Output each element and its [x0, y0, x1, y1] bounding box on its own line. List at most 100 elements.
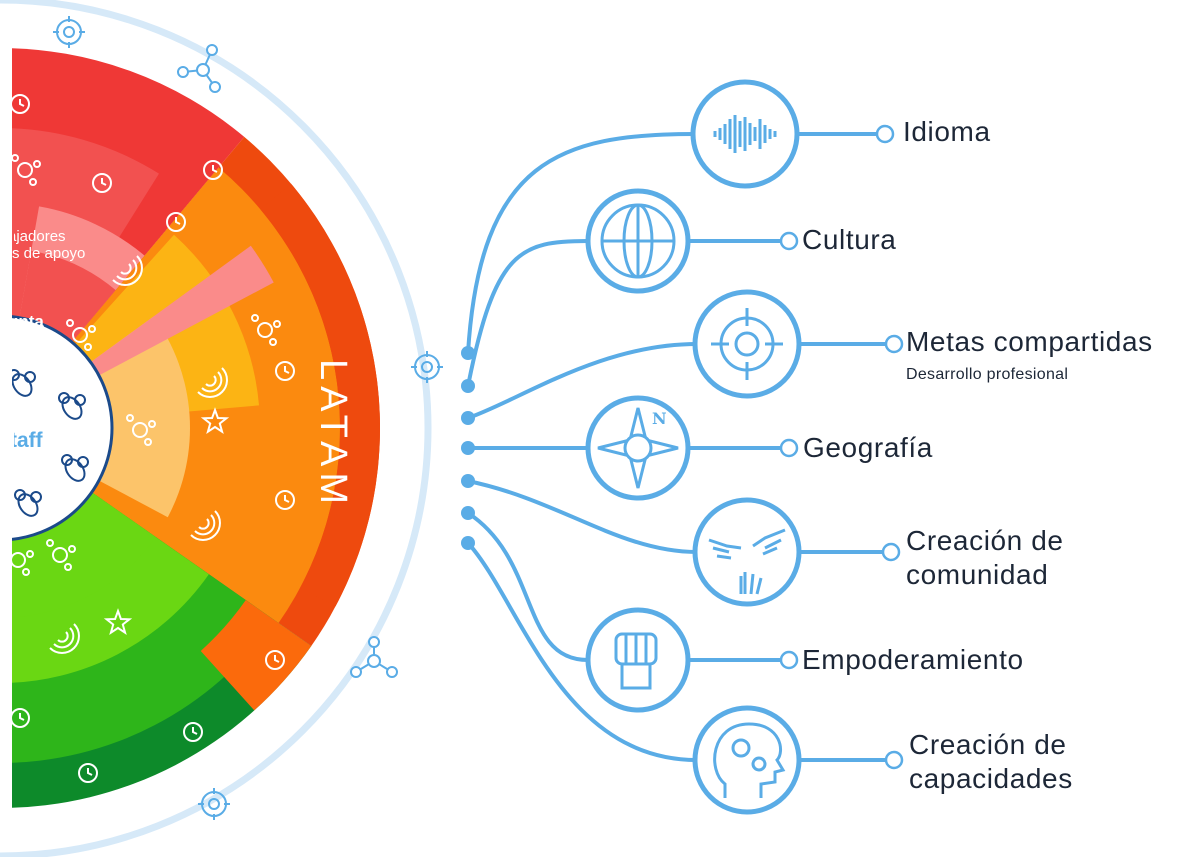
- clock-hand: [19, 99, 25, 107]
- connector-dot: [461, 379, 475, 393]
- network-node: [273, 320, 281, 328]
- hands-icon: [692, 497, 802, 607]
- compass-center: [623, 433, 653, 463]
- clock-icon: [92, 173, 112, 193]
- wifi-icon: [120, 263, 132, 275]
- network-node: [126, 414, 134, 422]
- clock-hand: [19, 713, 25, 721]
- hand-bottom: [739, 572, 763, 595]
- hand-left: [708, 538, 742, 560]
- clock-icon: [12, 94, 30, 114]
- connector-lines: [461, 124, 904, 770]
- network-node: [46, 539, 54, 547]
- network-node: [269, 338, 277, 346]
- connector-curve: [466, 541, 698, 762]
- wheel-center-label: taff: [10, 429, 43, 452]
- network-node: [144, 438, 152, 446]
- connector-end-node: [779, 650, 799, 670]
- connector-dot: [461, 441, 475, 455]
- fist-wrist: [620, 664, 652, 690]
- clock-icon: [275, 490, 295, 510]
- target-ornament-icon: [198, 788, 230, 820]
- wifi-icon: [197, 367, 228, 398]
- clock-icon: [265, 650, 285, 670]
- factor-label-capacidades-1: Creación de: [909, 729, 1067, 760]
- clock-icon: [183, 722, 203, 742]
- clock-icon: [166, 212, 186, 232]
- head-outline: [713, 722, 786, 798]
- factor-label-geografia: Geografía: [803, 432, 933, 463]
- icon-circle: [585, 607, 691, 713]
- bee-wing: [14, 489, 26, 501]
- compass-letter: N: [652, 409, 667, 428]
- clock-hand: [284, 495, 290, 503]
- network-icon: [257, 322, 273, 338]
- connector-end-node: [875, 124, 895, 144]
- connector-end-node: [884, 334, 904, 354]
- connector-curve: [467, 479, 698, 554]
- network-node: [12, 154, 19, 162]
- connector-end-node: [884, 750, 904, 770]
- wheel-center-disc: [12, 315, 114, 541]
- clock-icon: [78, 763, 98, 783]
- wifi-icon: [194, 514, 216, 536]
- clock-hand: [87, 768, 93, 776]
- clock-hand: [212, 165, 218, 173]
- globe-icon: [585, 188, 691, 294]
- connector-dot: [461, 506, 475, 520]
- network-node: [251, 314, 259, 322]
- gear-large: [731, 738, 751, 758]
- clock-hand: [175, 217, 181, 225]
- hand-right: [752, 528, 786, 556]
- network-node: [22, 568, 30, 576]
- compass-rose: [597, 407, 679, 489]
- star-icon: [200, 407, 230, 435]
- network-node: [5, 545, 11, 551]
- wifi-icon: [57, 631, 69, 643]
- wheel-segment-label: unta: [8, 312, 44, 331]
- target-ornament-icon: [411, 351, 443, 383]
- factor-label-empoderamiento: Empoderamiento: [802, 644, 1024, 675]
- head-gears-icon: [692, 705, 802, 815]
- wheel-sector: [200, 600, 312, 711]
- wifi-icon: [49, 623, 80, 654]
- connector-dot: [461, 536, 475, 550]
- wifi-icon: [201, 371, 223, 393]
- clock-hand: [101, 178, 107, 186]
- compass-icon: N: [585, 395, 691, 501]
- network-node: [84, 343, 92, 351]
- connector-curve: [466, 132, 696, 354]
- star-icon: [103, 608, 133, 636]
- wheel-segment-label: s de apoyo: [12, 245, 86, 262]
- outer-ring: [0, 0, 432, 860]
- network-ornament-icon: [350, 636, 398, 678]
- region-label: LATAM: [312, 359, 354, 511]
- network-node: [68, 545, 76, 553]
- bee-icon: [64, 458, 86, 482]
- fist-icon: [585, 607, 691, 713]
- connector-dot: [461, 411, 475, 425]
- connector-dot: [461, 474, 475, 488]
- factor-icons: N: [585, 79, 802, 815]
- network-node: [148, 420, 156, 428]
- bee-wing: [30, 491, 42, 503]
- bee-icon: [12, 373, 33, 397]
- network-icon: [132, 422, 148, 438]
- wheel-icons: [5, 94, 295, 783]
- icon-circle: [692, 289, 802, 399]
- bee-icon: [17, 493, 39, 517]
- target-ornament-icon: [53, 16, 85, 48]
- connector-end-node: [881, 542, 901, 562]
- bee-wing: [24, 371, 36, 383]
- factor-sublabel-desarrollo: Desarrollo profesional: [906, 366, 1069, 383]
- connector-curve: [466, 511, 589, 662]
- clock-icon: [275, 361, 295, 381]
- bee-icon: [61, 396, 83, 420]
- target-icon: [692, 289, 802, 399]
- factor-label-capacidades-2: capacidades: [909, 763, 1073, 794]
- wifi-icon: [205, 375, 217, 387]
- wifi-icon: [190, 510, 221, 541]
- connector-end-node: [779, 438, 799, 458]
- network-icon: [52, 547, 68, 563]
- network-node: [26, 550, 34, 558]
